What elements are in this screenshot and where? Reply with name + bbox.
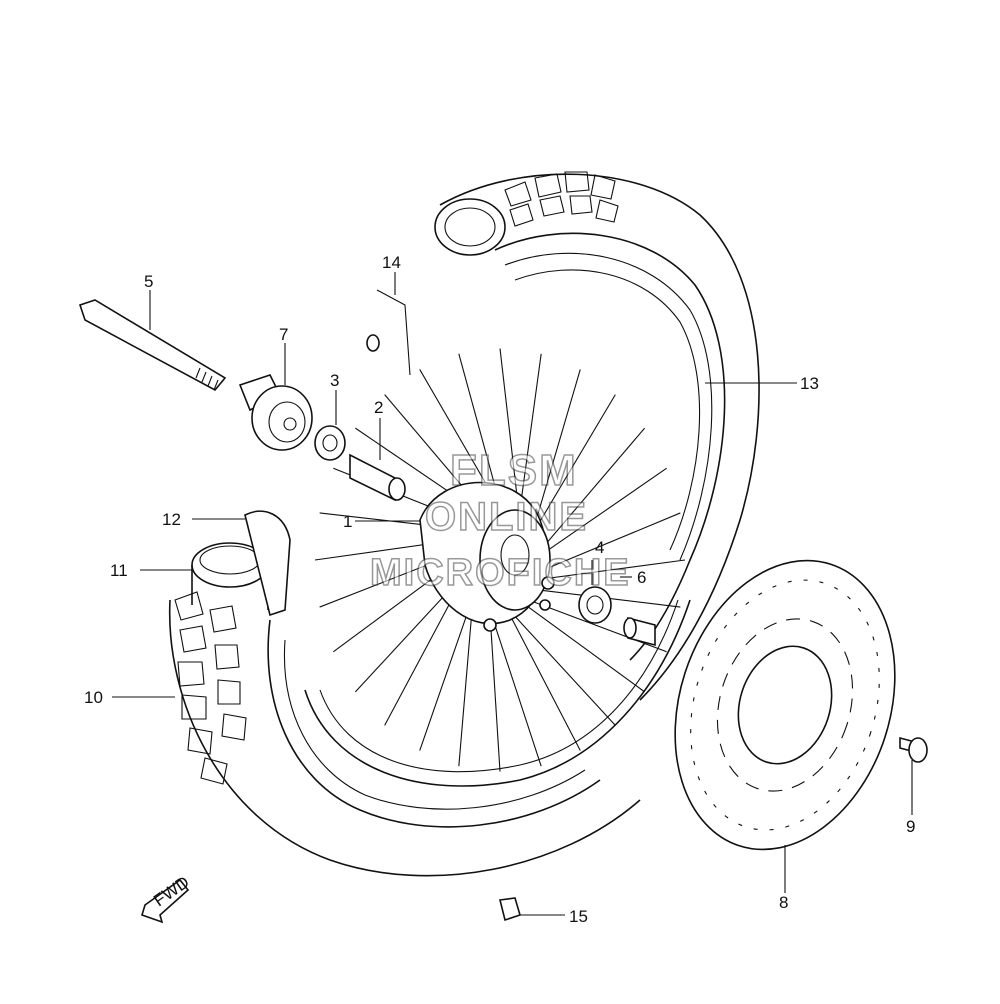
callout-4: 4 bbox=[595, 538, 604, 557]
callout-8: 8 bbox=[779, 893, 788, 912]
axle-5 bbox=[78, 299, 227, 392]
callout-7: 7 bbox=[279, 325, 288, 344]
tire-10 bbox=[168, 591, 641, 877]
callout-2: 2 bbox=[374, 398, 383, 417]
leader-lines bbox=[112, 272, 913, 916]
tire-13 bbox=[434, 171, 760, 701]
spacer-2 bbox=[349, 453, 406, 502]
fwd-arrow-icon: FWD bbox=[141, 872, 193, 924]
valve-15 bbox=[499, 897, 521, 922]
disc-bolt-9 bbox=[899, 736, 928, 763]
watermark-line-3: MICROFICHE bbox=[370, 552, 631, 594]
spacer-right bbox=[623, 616, 656, 647]
brake-disc-8 bbox=[674, 559, 896, 851]
watermark: FLSM ONLINE MICROFICHE bbox=[369, 445, 631, 595]
speedometer-gearbox-7 bbox=[238, 374, 313, 451]
callout-13: 13 bbox=[800, 374, 819, 393]
callout-9: 9 bbox=[906, 817, 915, 836]
callout-5: 5 bbox=[144, 272, 153, 291]
spoke-nipple-14 bbox=[366, 289, 411, 376]
callout-12: 12 bbox=[162, 510, 181, 529]
callout-6: 6 bbox=[637, 568, 646, 587]
rim bbox=[304, 599, 691, 787]
callout-10: 10 bbox=[84, 688, 103, 707]
watermark-line-2: ONLINE bbox=[425, 495, 588, 539]
bearing-3 bbox=[314, 425, 346, 461]
callout-15: 15 bbox=[569, 907, 588, 926]
hub-1 bbox=[419, 481, 555, 632]
callout-3: 3 bbox=[330, 371, 339, 390]
callout-14: 14 bbox=[382, 253, 401, 272]
rim-band-12 bbox=[244, 510, 291, 617]
callout-11: 11 bbox=[110, 561, 128, 580]
callout-1: 1 bbox=[343, 512, 352, 531]
watermark-line-1: FLSM bbox=[450, 446, 578, 495]
bearing-4 bbox=[578, 586, 612, 624]
